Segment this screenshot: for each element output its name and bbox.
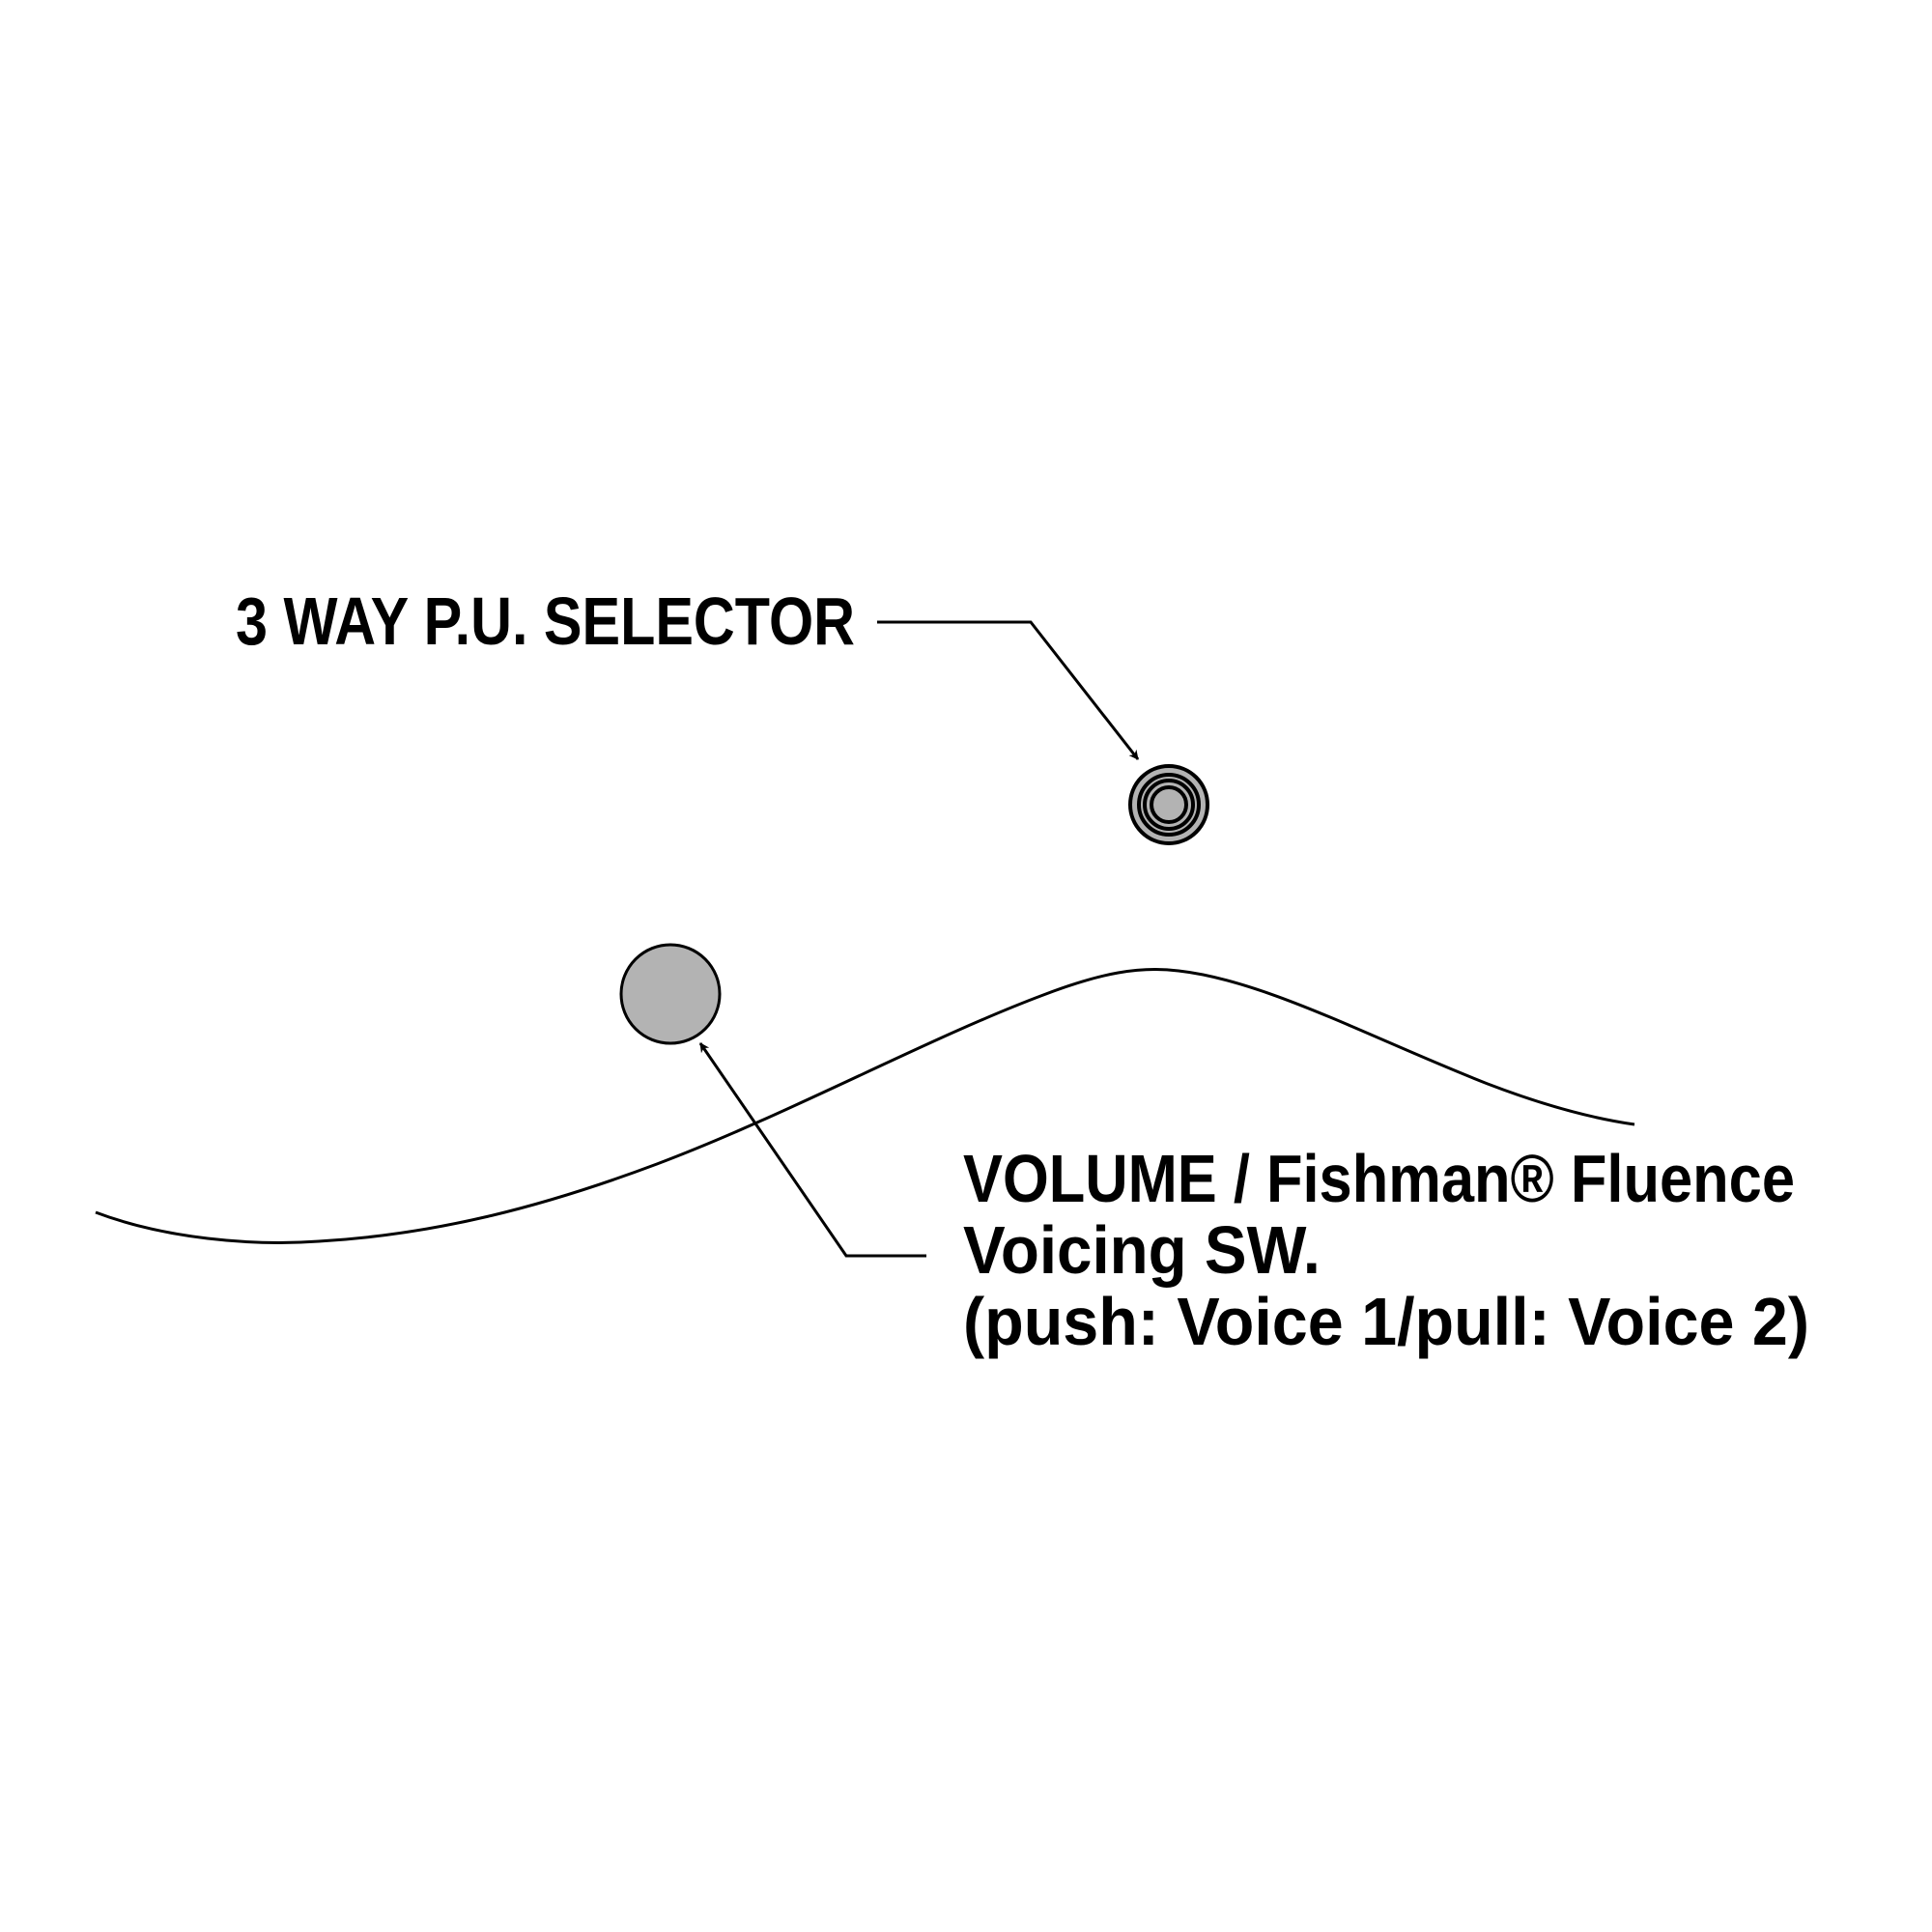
pickup-selector-switch[interactable] [1128, 764, 1209, 845]
volume-knob[interactable] [619, 943, 722, 1045]
selector-leader-arrow [877, 620, 1140, 760]
body-outline-curve [95, 968, 1635, 1244]
volume-label-line2: Voicing SW. [963, 1212, 1321, 1288]
volume-label-line3: (push: Voice 1/pull: Voice 2) [963, 1284, 1809, 1359]
selector-label: 3 WAY P.U. SELECTOR [236, 583, 855, 659]
volume-label-line1: VOLUME / Fishman® Fluence [963, 1141, 1795, 1216]
volume-leader-arrow [698, 1042, 926, 1258]
